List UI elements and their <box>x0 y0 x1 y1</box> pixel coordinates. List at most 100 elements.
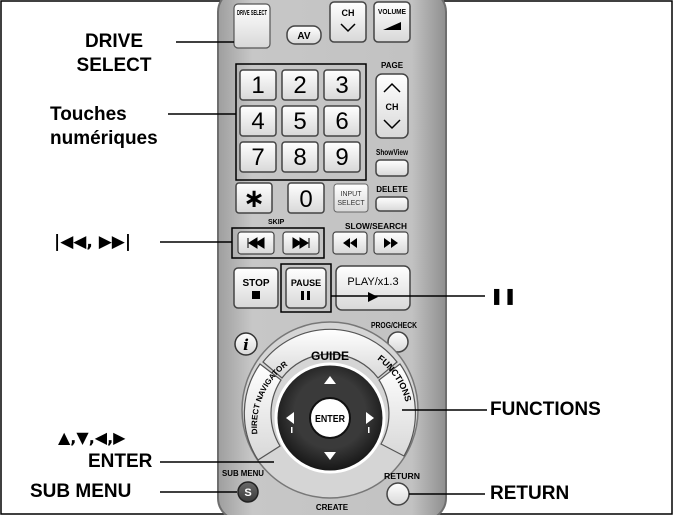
drive-select-button[interactable]: DRIVE SELECT <box>233 3 271 49</box>
arrow-right-icon <box>366 412 374 424</box>
prog-check-label: PROG/CHECK <box>371 321 417 330</box>
callout-skip: |◀◀, ▶▶| <box>54 232 132 252</box>
sub-menu-remote-label: SUB MENU <box>222 469 264 478</box>
page-ch-button[interactable]: CH <box>375 73 409 139</box>
digit-label: 9 <box>335 144 348 171</box>
volume-button[interactable]: VOLUME <box>373 1 411 43</box>
volume-label: VOLUME <box>378 9 406 16</box>
chevron-down-icon <box>383 119 401 130</box>
skip-forward-button[interactable] <box>282 231 320 255</box>
skip-group-frame <box>231 227 325 259</box>
callout-numeric-keys: Touches numériques <box>50 103 158 151</box>
drive-select-text: DRIVE SELECT <box>237 10 267 17</box>
fast-forward-icon <box>384 238 398 248</box>
skip-forward-icon <box>292 237 310 249</box>
callout-enter: ENTER <box>88 451 153 472</box>
digit-label: 6 <box>335 108 348 135</box>
ch2-label: CH <box>386 102 399 112</box>
delete-label: DELETE <box>376 185 408 194</box>
stop-button[interactable]: STOP <box>233 267 279 309</box>
input-select-label-1: INPUT <box>341 191 363 198</box>
callout-arrows: ▲,▼,◀,▶ <box>58 428 126 447</box>
digit-label: 4 <box>251 108 264 135</box>
digit-button[interactable]: 8 <box>281 141 319 173</box>
digit-button[interactable]: 5 <box>281 105 319 137</box>
numeric-keypad-frame <box>235 63 367 181</box>
input-select-label-2: SELECT <box>337 200 365 207</box>
digit-button[interactable]: 3 <box>323 69 361 101</box>
digit-label: 1 <box>251 72 264 99</box>
sub-menu-button[interactable]: S <box>237 481 259 503</box>
guide-label: GUIDE <box>311 349 349 363</box>
create-label: CREATE <box>316 503 349 512</box>
callout-drive-select-line2: SELECT <box>76 55 152 76</box>
digit-button-face <box>281 69 319 101</box>
digit-label: 3 <box>335 72 348 99</box>
pause-button[interactable]: PAUSE <box>285 267 327 309</box>
arrow-up-icon <box>324 376 336 384</box>
enter-button[interactable]: ENTER <box>309 397 351 439</box>
digit-button-face <box>281 105 319 137</box>
chevron-up-icon <box>383 82 401 93</box>
callout-drive-select-line1: DRIVE <box>84 31 144 52</box>
zero-label: 0 <box>299 186 312 213</box>
info-button[interactable]: i <box>234 332 258 356</box>
callout-pause: ❚❚ <box>490 286 517 305</box>
skip-label: SKIP <box>268 219 285 226</box>
digit-button[interactable]: 6 <box>323 105 361 137</box>
digit-button-face <box>239 69 277 101</box>
frame-forward-icon <box>368 427 370 433</box>
volume-icon <box>383 22 401 30</box>
return-button[interactable] <box>386 482 410 506</box>
delete-button[interactable] <box>375 196 409 212</box>
digit-button[interactable]: 9 <box>323 141 361 173</box>
ch-label: CH <box>342 8 355 18</box>
callout-sub-menu: SUB MENU <box>30 481 132 502</box>
digit-button[interactable]: 4 <box>239 105 277 137</box>
play-button[interactable]: PLAY/x1.3 <box>335 265 411 311</box>
prog-check-button[interactable] <box>387 331 409 353</box>
digit-button-face <box>323 141 361 173</box>
guide-button[interactable]: GUIDE <box>262 328 398 379</box>
channel-button-top[interactable]: CH <box>329 1 367 43</box>
callout-drive-select: DRIVE SELECT <box>62 30 166 78</box>
pause-icon <box>301 291 304 300</box>
arrow-left-icon <box>286 412 294 424</box>
stop-label: STOP <box>242 278 269 289</box>
rewind-icon <box>343 238 357 248</box>
slow-search-label: SLOW/SEARCH <box>345 222 407 231</box>
digit-button[interactable]: 7 <box>239 141 277 173</box>
page-label: PAGE <box>381 61 404 70</box>
enter-label: ENTER <box>315 414 346 425</box>
callout-functions: FUNCTIONS <box>490 399 601 420</box>
star-button[interactable]: ∗ <box>235 182 273 214</box>
skip-back-button[interactable] <box>237 231 275 255</box>
digit-label: 8 <box>293 144 306 171</box>
callout-return: RETURN <box>490 483 570 504</box>
digit-button-face <box>323 69 361 101</box>
callout-numeric-line2: numériques <box>50 128 158 149</box>
return-remote-label: RETURN <box>384 472 420 481</box>
input-select-button[interactable]: INPUT SELECT <box>333 183 369 213</box>
digit-button-face <box>239 105 277 137</box>
frame-back-icon <box>291 427 293 433</box>
digit-button-face <box>239 141 277 173</box>
slow-back-button[interactable] <box>332 231 368 255</box>
digit-button-face <box>323 105 361 137</box>
av-button-label: AV <box>297 31 310 42</box>
zero-button[interactable]: 0 <box>287 182 325 214</box>
showview-button[interactable] <box>375 159 409 177</box>
star-label: ∗ <box>243 184 265 214</box>
play-label: PLAY/x1.3 <box>347 276 398 288</box>
digit-button[interactable]: 1 <box>239 69 277 101</box>
pause-label: PAUSE <box>291 278 321 288</box>
slow-forward-button[interactable] <box>373 231 409 255</box>
skip-back-icon <box>247 237 265 249</box>
av-button[interactable]: AV <box>286 25 322 45</box>
digit-button-face <box>281 141 319 173</box>
digit-label: 2 <box>293 72 306 99</box>
arrow-down-icon <box>324 452 336 460</box>
digit-button[interactable]: 2 <box>281 69 319 101</box>
